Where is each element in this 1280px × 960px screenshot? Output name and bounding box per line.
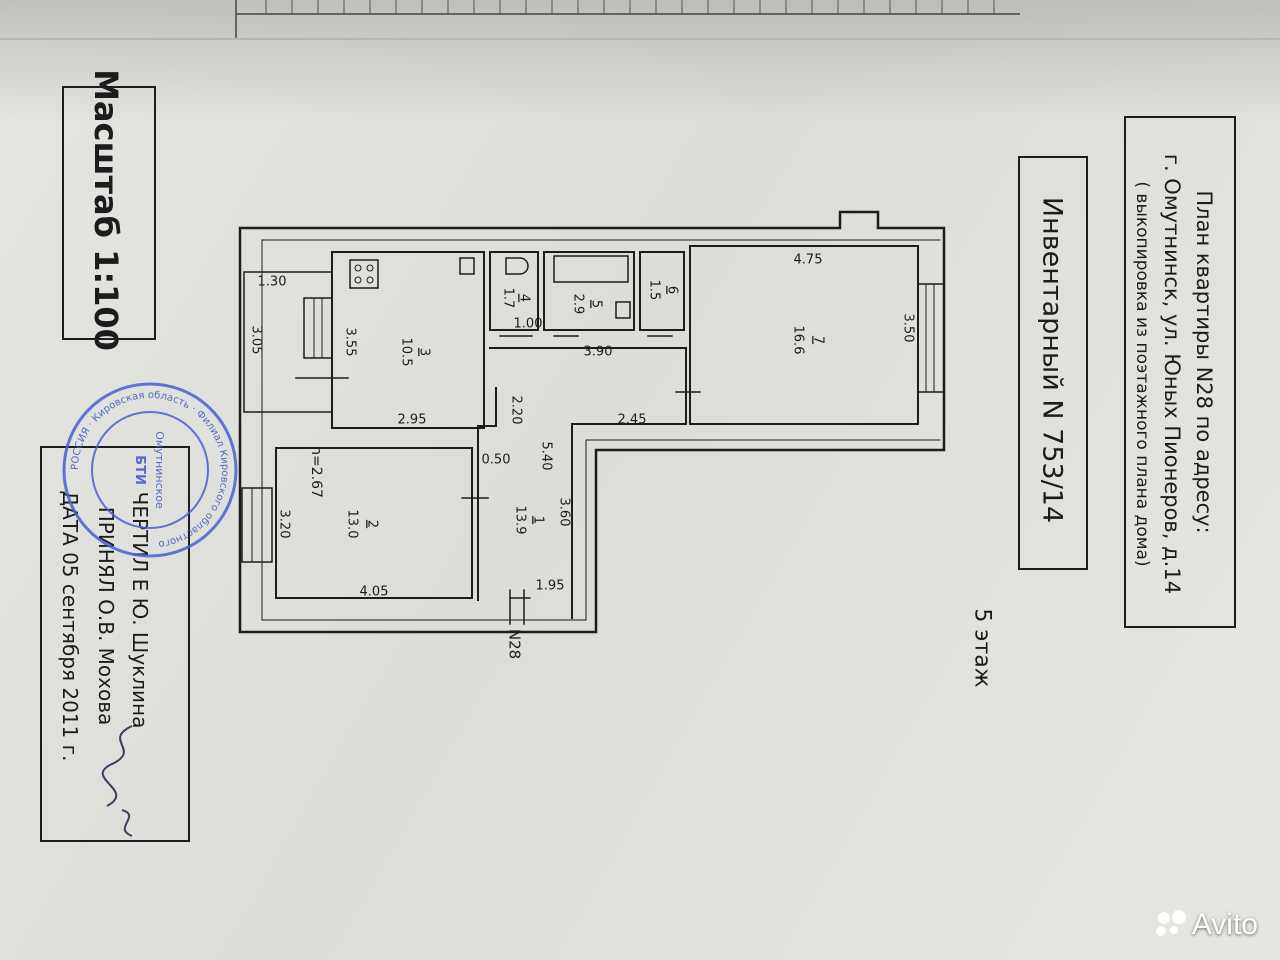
room-7-number: 7 (811, 336, 826, 344)
dimension-355: 3.55 (343, 328, 358, 357)
room-3-number: 3 (417, 348, 432, 356)
scale-box (62, 86, 156, 340)
window-right (917, 283, 945, 393)
room-6-outline (639, 251, 685, 331)
dimension-295: 2.95 (398, 413, 427, 428)
room-6-area: 1.5 (647, 280, 662, 301)
signature-box (40, 446, 190, 842)
avito-watermark: Avito (1155, 908, 1258, 942)
dimension-475: 4.75 (794, 253, 823, 268)
dimension-350: 3.50 (901, 314, 916, 343)
avito-text: Avito (1191, 908, 1258, 941)
window-left-top (303, 297, 333, 359)
dimension-360: 3.60 (557, 498, 572, 527)
dimension-390: 3.90 (584, 345, 613, 360)
room-7-area: 16.6 (791, 326, 806, 355)
header-box (1124, 116, 1236, 628)
table-fragment (235, 0, 1020, 38)
dimension-540: 5.40 (539, 442, 554, 471)
avito-logo-icon (1155, 910, 1186, 940)
bti-stamp: РОССИЯ · Кировская область · Филиал Киро… (62, 382, 238, 558)
window-bottom (241, 487, 273, 563)
apartment-label: N28 (506, 629, 524, 659)
room-5-outline (543, 251, 635, 331)
paper-edge (0, 38, 1280, 40)
dimension-305: 3.05 (249, 326, 264, 355)
washbasin-icon (615, 301, 631, 319)
room-2-area: 13.0 (345, 510, 360, 539)
sink-icon (459, 257, 475, 275)
room-2-number: 2 (365, 520, 380, 528)
room-3-area: 10.5 (399, 338, 414, 367)
stamp-center: БТИ (132, 455, 147, 485)
room-6-number: 6 (665, 286, 680, 294)
room-4-area: 1.7 (501, 288, 516, 309)
room-5-number: 5 (589, 300, 604, 308)
hall-divider (477, 387, 497, 601)
room-1-number: 1 (531, 516, 546, 524)
ceiling-height: h=2.67 (308, 446, 324, 498)
stove-icon (349, 259, 379, 289)
room-4-outline (489, 251, 539, 331)
dimension-220: 2.20 (509, 396, 524, 425)
room-5-area: 2.9 (571, 294, 586, 315)
signature-scribble (101, 725, 133, 837)
inventory-box (1018, 156, 1088, 570)
page-shadow (0, 0, 1280, 120)
corridor-wall (489, 347, 687, 619)
dimension-245: 2.45 (618, 413, 647, 428)
bathtub-icon (553, 255, 629, 283)
dimension-405: 4.05 (360, 585, 389, 600)
dimension-100: 1.00 (514, 317, 543, 332)
room-2-outline (275, 447, 473, 599)
dimension-195: 1.95 (536, 579, 565, 594)
dimension-130: 1.30 (258, 275, 287, 290)
stamp-middle: Омутнинское (153, 431, 166, 509)
outer-wall (238, 210, 946, 634)
inner-wall-line (261, 239, 941, 621)
dimension-050: 0.50 (482, 453, 511, 468)
room-4-number: 4 (517, 294, 532, 302)
dimension-320: 3.20 (277, 510, 292, 539)
room-1-area: 13.9 (513, 506, 528, 535)
toilet-icon (505, 257, 529, 275)
